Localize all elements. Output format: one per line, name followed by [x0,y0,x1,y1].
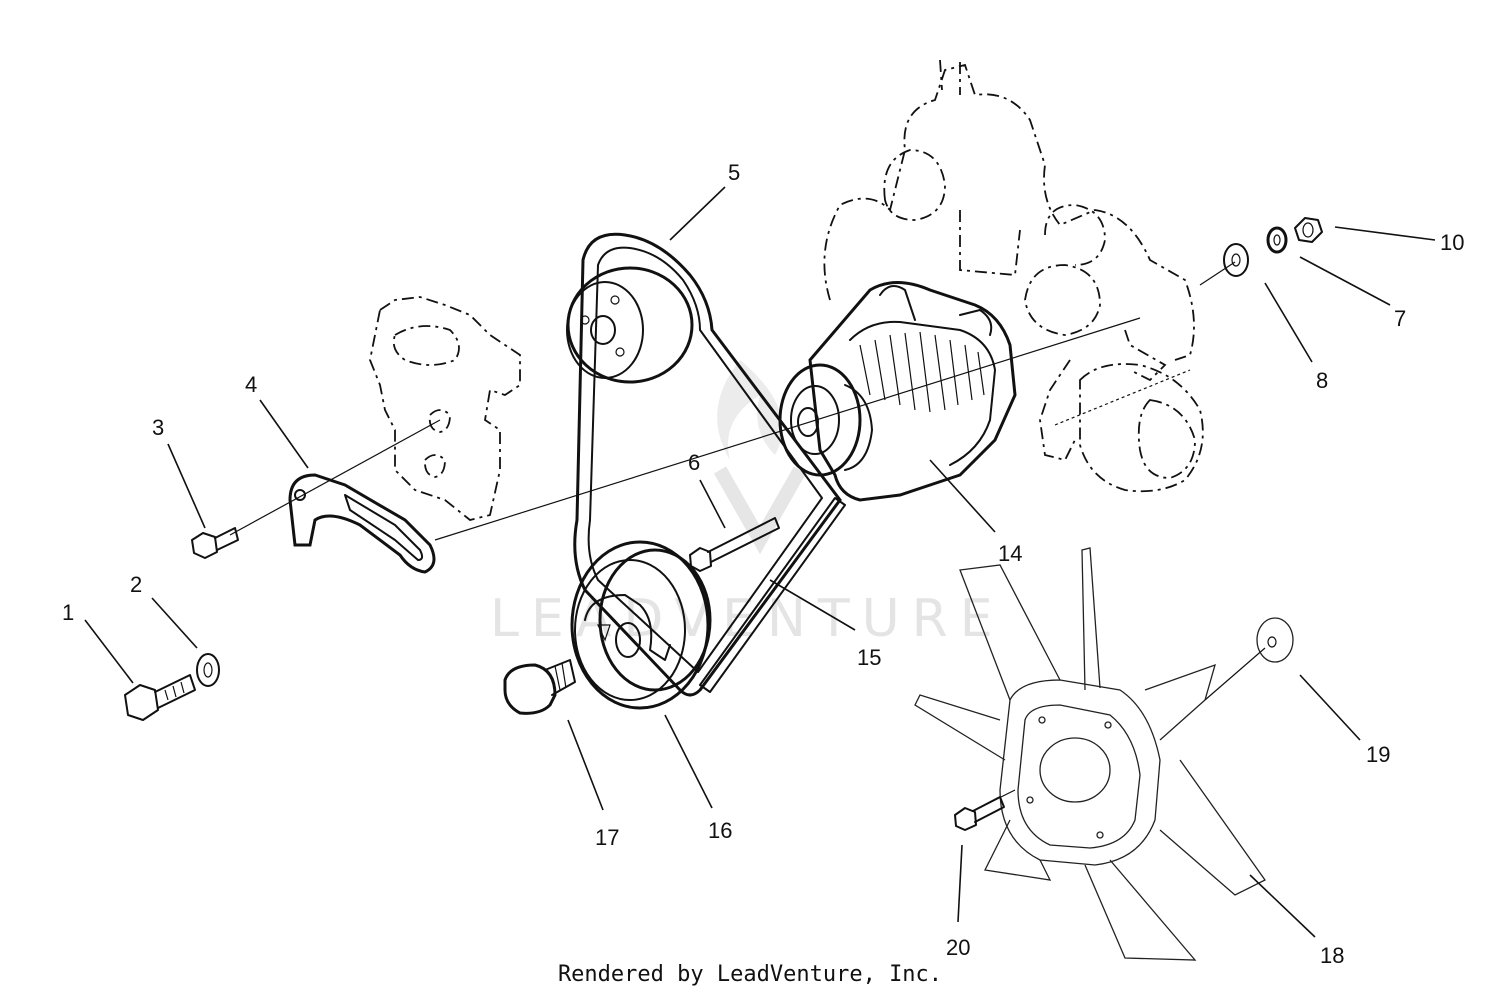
part-water-pump-pulley [566,266,694,384]
callout-20: 20 [946,935,970,960]
callout-8: 8 [1316,368,1328,393]
callout-18: 18 [1320,943,1344,968]
part-washer-8 [1223,243,1249,277]
callout-17: 17 [595,825,619,850]
callout-19: 19 [1366,742,1390,767]
part-vbelt-15 [699,497,846,693]
part-bolt-1 [124,674,196,721]
thermostat-housing-outline [369,296,521,521]
footer-credit: Rendered by LeadVenture, Inc. [557,962,943,987]
part-crank-pulley-16 [570,540,712,710]
callout-2: 2 [130,572,142,597]
watermark: LEADVENTURE [490,360,993,649]
callout-6: 6 [688,450,700,475]
callout-10: 10 [1440,230,1464,255]
callout-1: 1 [62,600,74,625]
callout-4: 4 [245,372,257,397]
callout-16: 16 [708,818,732,843]
callout-14: 14 [998,541,1022,566]
callout-5: 5 [728,160,740,185]
part-bolt-17 [503,659,576,715]
part-bolt-3 [191,527,239,559]
callout-15: 15 [857,645,881,670]
part-nut-10 [1294,217,1323,243]
callout-3: 3 [152,415,164,440]
callout-labels: 1 2 3 4 5 6 7 8 10 14 15 16 17 18 19 20 [62,160,1464,968]
part-fan-18 [914,547,1266,961]
part-lockwasher-7 [1266,226,1288,254]
part-washer-2 [196,653,220,687]
leader-lines [84,186,1436,938]
part-alternator-14 [778,281,1017,502]
callout-7: 7 [1394,306,1406,331]
part-spacer-19 [1256,617,1294,663]
part-bolt-20 [954,796,1005,831]
engine-outline [823,59,1204,493]
part-bracket-4 [288,473,436,574]
part-vbelt-5 [573,232,842,697]
